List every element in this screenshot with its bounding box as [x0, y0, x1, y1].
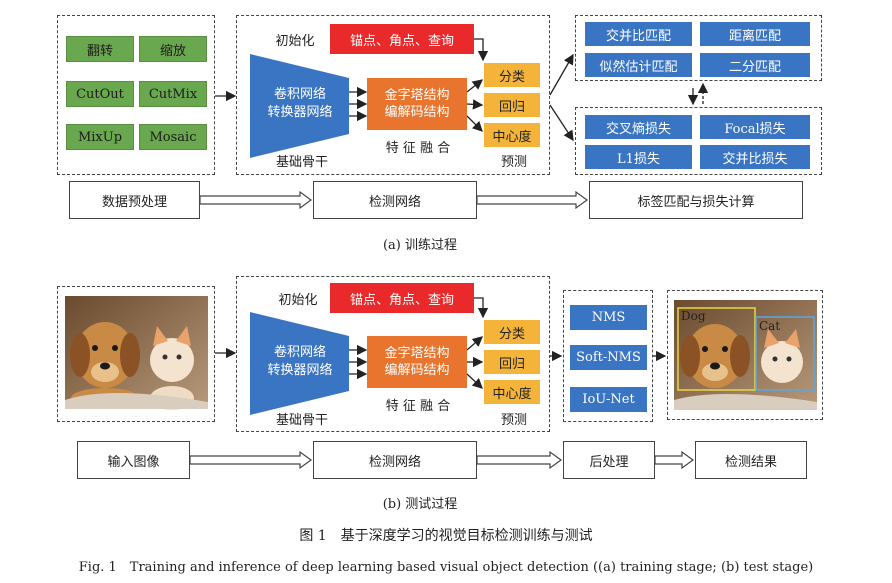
- flow-postprocess: 后处理: [563, 441, 655, 479]
- postproc-iou-net: IoU-Net: [570, 387, 647, 412]
- match-bipartite: 二分匹配: [700, 53, 810, 77]
- flow-detect-net-test: 检测网络: [313, 441, 477, 479]
- figure-title-en: Fig. 1 Training and inference of deep le…: [78, 559, 814, 575]
- init-label-test: 初始化: [278, 292, 318, 308]
- loss-panel: [575, 107, 822, 175]
- predict-regress: 回归: [484, 93, 540, 117]
- flow-match-loss: 标签匹配与损失计算: [589, 181, 803, 219]
- postproc-soft-nms: Soft-NMS: [570, 345, 647, 370]
- flow-result: 检测结果: [695, 441, 807, 479]
- augment-mixup: MixUp: [66, 124, 134, 150]
- fusion-label: 特 征 融 合: [385, 140, 451, 156]
- detect-label-cat: Cat: [759, 319, 781, 333]
- loss-l1: L1损失: [585, 145, 692, 169]
- caption-testing: (b) 测试过程: [382, 496, 458, 512]
- predict-centerness-test: 中心度: [484, 380, 540, 404]
- match-likelihood: 似然估计匹配: [585, 53, 692, 77]
- fusion-label-test: 特 征 融 合: [385, 398, 451, 414]
- backbone-label: 基础骨干: [275, 154, 328, 170]
- loss-iou: 交并比损失: [700, 145, 810, 169]
- predict-classify-test: 分类: [484, 320, 540, 344]
- input-image-panel: [57, 286, 215, 422]
- predict-regress-test: 回归: [484, 350, 540, 374]
- fusion-box-test: 金字塔结构 编解码结构: [367, 336, 467, 388]
- predict-label: 预测: [500, 154, 527, 170]
- predict-label-test: 预测: [500, 412, 527, 428]
- flow-preprocess: 数据预处理: [69, 181, 200, 219]
- backbone-text: 卷积网络 转换器网络: [267, 87, 333, 120]
- augment-mosaic: Mosaic: [139, 124, 207, 150]
- flow-detect-net: 检测网络: [313, 181, 477, 219]
- detection-network-panel-test: [236, 276, 550, 432]
- result-image-panel: [667, 290, 823, 420]
- matching-panel: [575, 15, 822, 81]
- figure-title-cn: 图 1 基于深度学习的视觉目标检测训练与测试: [299, 528, 593, 544]
- predict-classify: 分类: [484, 63, 540, 87]
- postproc-nms: NMS: [570, 305, 647, 330]
- predict-centerness: 中心度: [484, 123, 540, 147]
- augment-flip: 翻转: [66, 36, 134, 62]
- backbone-label-test: 基础骨干: [275, 412, 328, 428]
- detect-label-dog: Dog: [681, 309, 706, 323]
- init-box-test: 锚点、角点、查询: [330, 283, 474, 313]
- match-distance: 距离匹配: [700, 22, 810, 46]
- match-iou: 交并比匹配: [585, 22, 692, 46]
- augment-cutout: CutOut: [66, 81, 134, 107]
- backbone-text-test: 卷积网络 转换器网络: [267, 345, 333, 378]
- augmentation-panel: [57, 15, 215, 175]
- flow-input-image: 输入图像: [77, 441, 190, 479]
- augment-scale: 缩放: [139, 36, 207, 62]
- loss-focal: Focal损失: [700, 115, 810, 139]
- postprocess-panel: [563, 290, 653, 422]
- loss-ce: 交叉熵损失: [585, 115, 692, 139]
- init-label: 初始化: [275, 33, 315, 49]
- augment-cutmix: CutMix: [139, 81, 207, 107]
- fusion-box: 金字塔结构 编解码结构: [367, 78, 467, 130]
- init-box: 锚点、角点、查询: [330, 24, 474, 54]
- caption-training: (a) 训练过程: [382, 237, 458, 253]
